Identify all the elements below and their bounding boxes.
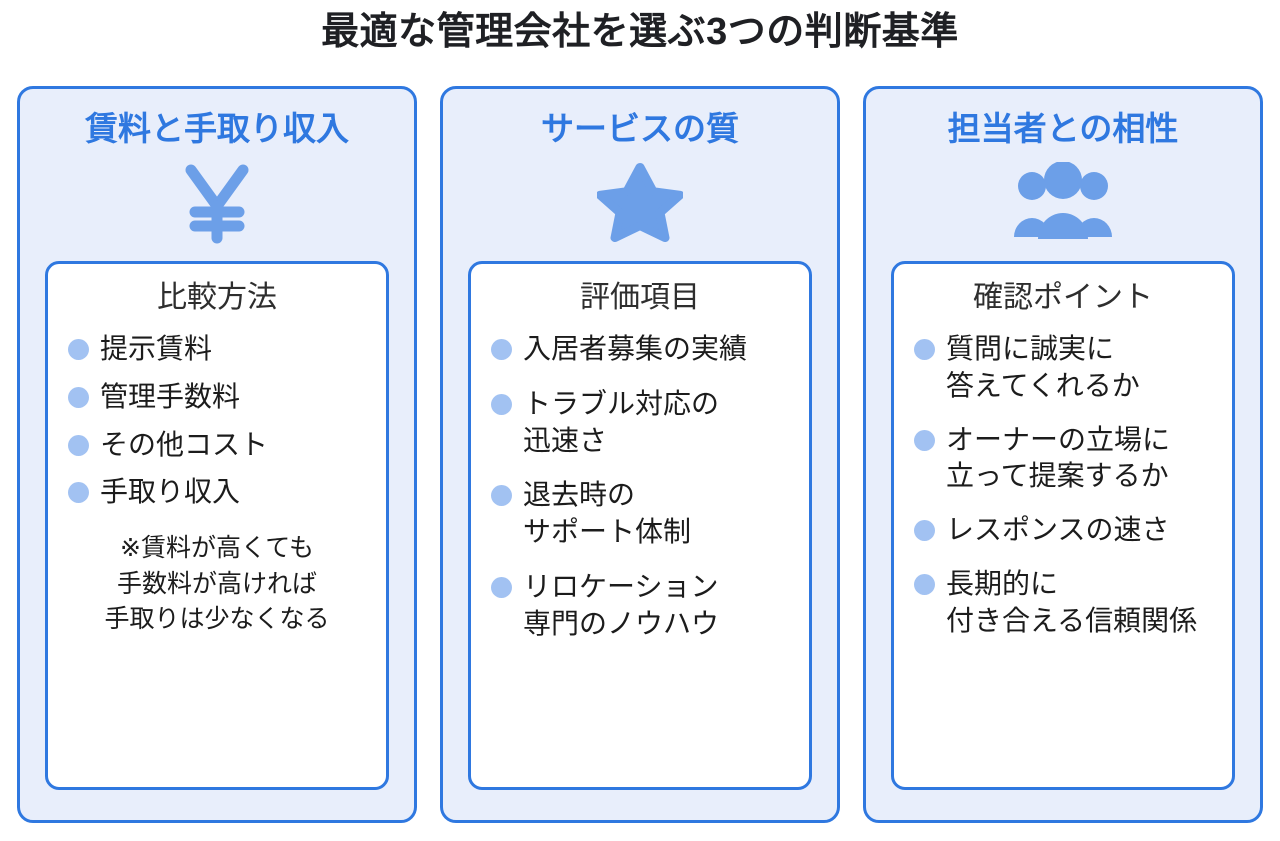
- list-item-label: リロケーション 専門のノウハウ: [523, 571, 720, 640]
- criteria-card-staff-compatibility: 担当者との相性 確認ポイント: [863, 86, 1263, 823]
- list-item: トラブル対応の 迅速さ: [491, 386, 795, 460]
- criteria-card-rent-income: 賃料と手取り収入 比較方法 提示賃料: [17, 86, 417, 823]
- list-item: その他コスト: [68, 427, 372, 464]
- list-item: 管理手数料: [68, 379, 372, 416]
- criteria-card-service-quality: サービスの質 評価項目 入居者募集の実績 トラブル対応の 迅速さ: [440, 86, 840, 823]
- bullet-list-evaluation-items: 入居者募集の実績 トラブル対応の 迅速さ 退去時の サポート体制 リロケーション…: [485, 331, 795, 662]
- list-item: 退去時の サポート体制: [491, 477, 795, 551]
- list-item: オーナーの立場に 立って提案するか: [914, 422, 1218, 496]
- list-item-label: 管理手数料: [100, 380, 241, 412]
- list-item-label: レスポンスの速さ: [946, 514, 1170, 546]
- people-icon: [1011, 161, 1115, 247]
- list-item: 入居者募集の実績: [491, 331, 795, 368]
- bullet-dot-icon: [68, 434, 89, 456]
- list-item-label: 質問に誠実に 答えてくれるか: [946, 332, 1140, 401]
- list-item: 提示賃料: [68, 331, 372, 368]
- bullet-dot-icon: [68, 338, 89, 360]
- panel-title-evaluation-items: 評価項目: [580, 280, 700, 314]
- list-item-label: オーナーの立場に 立って提案するか: [946, 423, 1171, 492]
- panel-check-points: 確認ポイント 質問に誠実に 答えてくれるか オーナーの立場に 立って提案するか …: [891, 260, 1235, 790]
- list-item-label: 入居者募集の実績: [523, 332, 748, 364]
- panel-evaluation-items: 評価項目 入居者募集の実績 トラブル対応の 迅速さ 退去時の サポート体制: [468, 260, 812, 790]
- bullet-dot-icon: [914, 338, 935, 360]
- list-item-label: 退去時の サポート体制: [523, 479, 692, 548]
- bullet-dot-icon: [491, 577, 512, 599]
- list-item: 手取り収入: [68, 474, 372, 511]
- card-title-service-quality: サービスの質: [541, 110, 739, 147]
- panel-title-comparison-method: 比較方法: [157, 280, 277, 314]
- bullet-list-check-points: 質問に誠実に 答えてくれるか オーナーの立場に 立って提案するか レスポンスの速…: [908, 331, 1218, 658]
- page-title: 最適な管理会社を選ぶ3つの判断基準: [321, 11, 959, 53]
- list-item-label: 長期的に 付き合える信頼関係: [946, 568, 1198, 637]
- panel-note-rent-income: ※賃料が高くても 手数料が高ければ 手取りは少なくなる: [104, 534, 330, 634]
- panel-title-check-points: 確認ポイント: [973, 280, 1153, 314]
- list-item: リロケーション 専門のノウハウ: [491, 569, 795, 643]
- bullet-dot-icon: [68, 482, 89, 504]
- list-item-label: 手取り収入: [100, 476, 241, 508]
- panel-comparison-method: 比較方法 提示賃料 管理手数料 その他コスト: [45, 260, 389, 790]
- list-item-label: その他コスト: [100, 428, 269, 460]
- bullet-list-comparison-method: 提示賃料 管理手数料 その他コスト 手取り収入: [62, 331, 372, 523]
- list-item-label: 提示賃料: [100, 332, 213, 364]
- star-icon: [597, 161, 683, 247]
- bullet-dot-icon: [68, 386, 89, 408]
- list-item: 質問に誠実に 答えてくれるか: [914, 331, 1218, 405]
- list-item: 長期的に 付き合える信頼関係: [914, 566, 1218, 640]
- bullet-dot-icon: [914, 429, 935, 451]
- bullet-dot-icon: [914, 520, 935, 542]
- card-title-rent-income: 賃料と手取り収入: [85, 110, 349, 147]
- yen-icon: [180, 161, 254, 247]
- bullet-dot-icon: [491, 338, 512, 360]
- list-item-label: トラブル対応の 迅速さ: [523, 387, 720, 456]
- bullet-dot-icon: [491, 393, 512, 415]
- criteria-card-row: 賃料と手取り収入 比較方法 提示賃料: [17, 86, 1263, 823]
- card-title-staff-compatibility: 担当者との相性: [947, 110, 1179, 147]
- bullet-dot-icon: [914, 574, 935, 596]
- bullet-dot-icon: [491, 485, 512, 507]
- list-item: レスポンスの速さ: [914, 512, 1218, 549]
